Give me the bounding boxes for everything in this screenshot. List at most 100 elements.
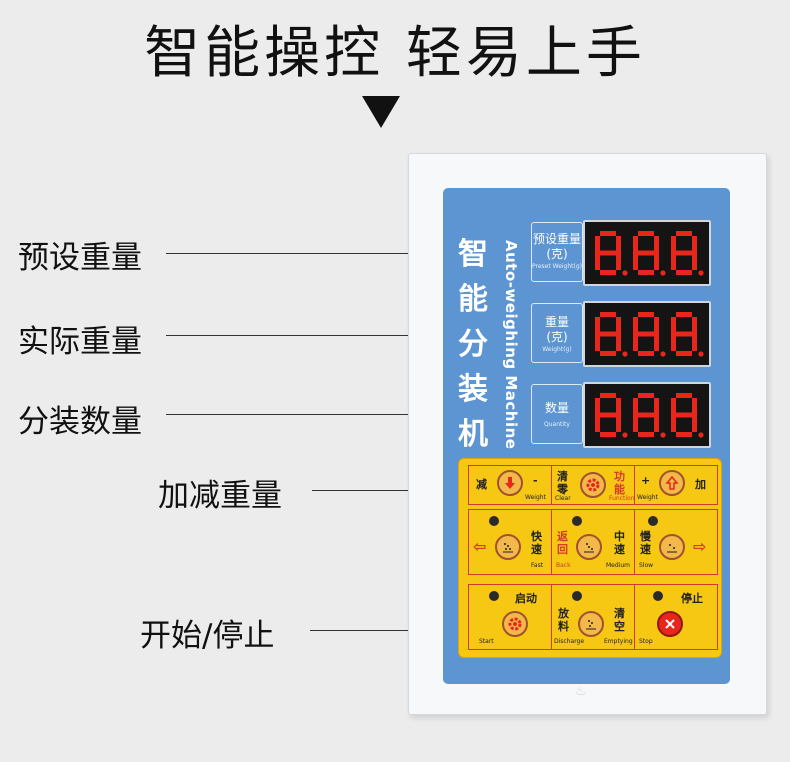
segment-a (676, 393, 692, 398)
segment-a (600, 312, 616, 317)
segment-e (595, 253, 600, 270)
stop-key[interactable]: 停止 Stop (634, 584, 718, 650)
leader-line-preset (166, 253, 538, 254)
seven-segment-readout (595, 312, 704, 357)
fast-speed-key[interactable]: ⇦ 快速 Fast (468, 509, 552, 575)
segment-g (638, 331, 654, 337)
device-title-cn: 智 能 分 装 机 (458, 237, 488, 452)
device-title-en: Auto-weighing Machine (502, 240, 520, 450)
segment-g (600, 412, 616, 418)
segment-a (638, 231, 654, 236)
headline: 智能操控 轻易上手 (144, 21, 646, 86)
segment-c (616, 253, 621, 270)
status-led (653, 591, 663, 601)
decimal-point (698, 351, 704, 357)
decimal-point (698, 270, 704, 276)
segment-b (654, 236, 659, 253)
seven-segment-readout (595, 393, 704, 438)
segment-a (638, 393, 654, 398)
segment-b (616, 317, 621, 334)
pour-icon (495, 534, 521, 560)
segment-a (600, 231, 616, 236)
segment-e (595, 334, 600, 351)
decimal-point (660, 270, 666, 276)
callout-adjust-weight: 加减重量 (158, 478, 282, 514)
right-arrow-icon: ⇨ (693, 537, 707, 556)
segment-a (676, 312, 692, 317)
segment-a (600, 393, 616, 398)
segment-b (692, 317, 697, 334)
segment-c (654, 253, 659, 270)
gear-icon (502, 611, 528, 637)
display-preset-weight (583, 220, 711, 286)
pour-icon (578, 611, 604, 637)
segment-d (676, 270, 692, 275)
plus-weight-key[interactable]: + Weight 加 (634, 465, 718, 505)
status-led (648, 516, 658, 526)
triangle-down-icon (362, 96, 400, 128)
left-arrow-icon: ⇦ (473, 537, 487, 556)
segment-e (633, 415, 638, 432)
decimal-point (622, 432, 628, 438)
pour-icon (659, 534, 685, 560)
status-led (572, 591, 582, 601)
segment-c (692, 253, 697, 270)
segment-g (676, 331, 692, 337)
display-quantity (583, 382, 711, 448)
segment-b (654, 398, 659, 415)
callout-preset-weight: 预设重量 (18, 240, 142, 276)
segment-b (616, 236, 621, 253)
decimal-point (660, 432, 666, 438)
slow-speed-key[interactable]: 慢速 Slow ⇨ (634, 509, 718, 575)
discharge-empty-key[interactable]: 放料 Discharge 清空 Emptying (551, 584, 635, 650)
segment-e (671, 334, 676, 351)
segment-e (671, 415, 676, 432)
segment-a (676, 231, 692, 236)
segment-c (616, 334, 621, 351)
status-led (572, 516, 582, 526)
segment-b (616, 398, 621, 415)
segment-c (654, 415, 659, 432)
display-label-quantity: 数量 Quantity (531, 384, 583, 444)
segment-b (654, 317, 659, 334)
start-key[interactable]: 启动 Start (468, 584, 552, 650)
x-circle-icon (657, 611, 683, 637)
segment-e (633, 334, 638, 351)
segment-g (600, 250, 616, 256)
back-medium-key[interactable]: 返回 Back 中速 Medium (551, 509, 635, 575)
display-label-weight: 重量 (克) Weight(g) (531, 303, 583, 363)
segment-c (654, 334, 659, 351)
decimal-point (698, 432, 704, 438)
decimal-point (660, 351, 666, 357)
segment-d (638, 351, 654, 356)
leader-line-actual (166, 335, 538, 336)
segment-f (633, 236, 638, 253)
minus-weight-key[interactable]: 减 - Weight (468, 465, 552, 505)
segment-a (638, 312, 654, 317)
segment-d (676, 432, 692, 437)
segment-f (671, 317, 676, 334)
pour-icon (576, 534, 602, 560)
gear-icon (580, 472, 606, 498)
segment-f (671, 398, 676, 415)
segment-f (595, 398, 600, 415)
down-arrow-icon (497, 470, 523, 496)
decimal-point (622, 270, 628, 276)
segment-f (595, 317, 600, 334)
seven-segment-readout (595, 231, 704, 276)
segment-g (638, 250, 654, 256)
brand-logo-icon: ♨ (575, 684, 587, 699)
segment-f (671, 236, 676, 253)
callout-package-count: 分装数量 (18, 404, 142, 440)
status-led (489, 591, 499, 601)
status-led (489, 516, 499, 526)
segment-e (633, 253, 638, 270)
clear-function-key[interactable]: 清零 Clear 功能 Function (551, 465, 635, 505)
callout-start-stop: 开始/停止 (140, 618, 275, 654)
display-label-preset-weight: 预设重量 (克) Preset Weight(g) (531, 222, 583, 282)
segment-g (676, 250, 692, 256)
segment-d (638, 270, 654, 275)
segment-f (633, 317, 638, 334)
segment-e (671, 253, 676, 270)
up-arrow-icon (659, 470, 685, 496)
